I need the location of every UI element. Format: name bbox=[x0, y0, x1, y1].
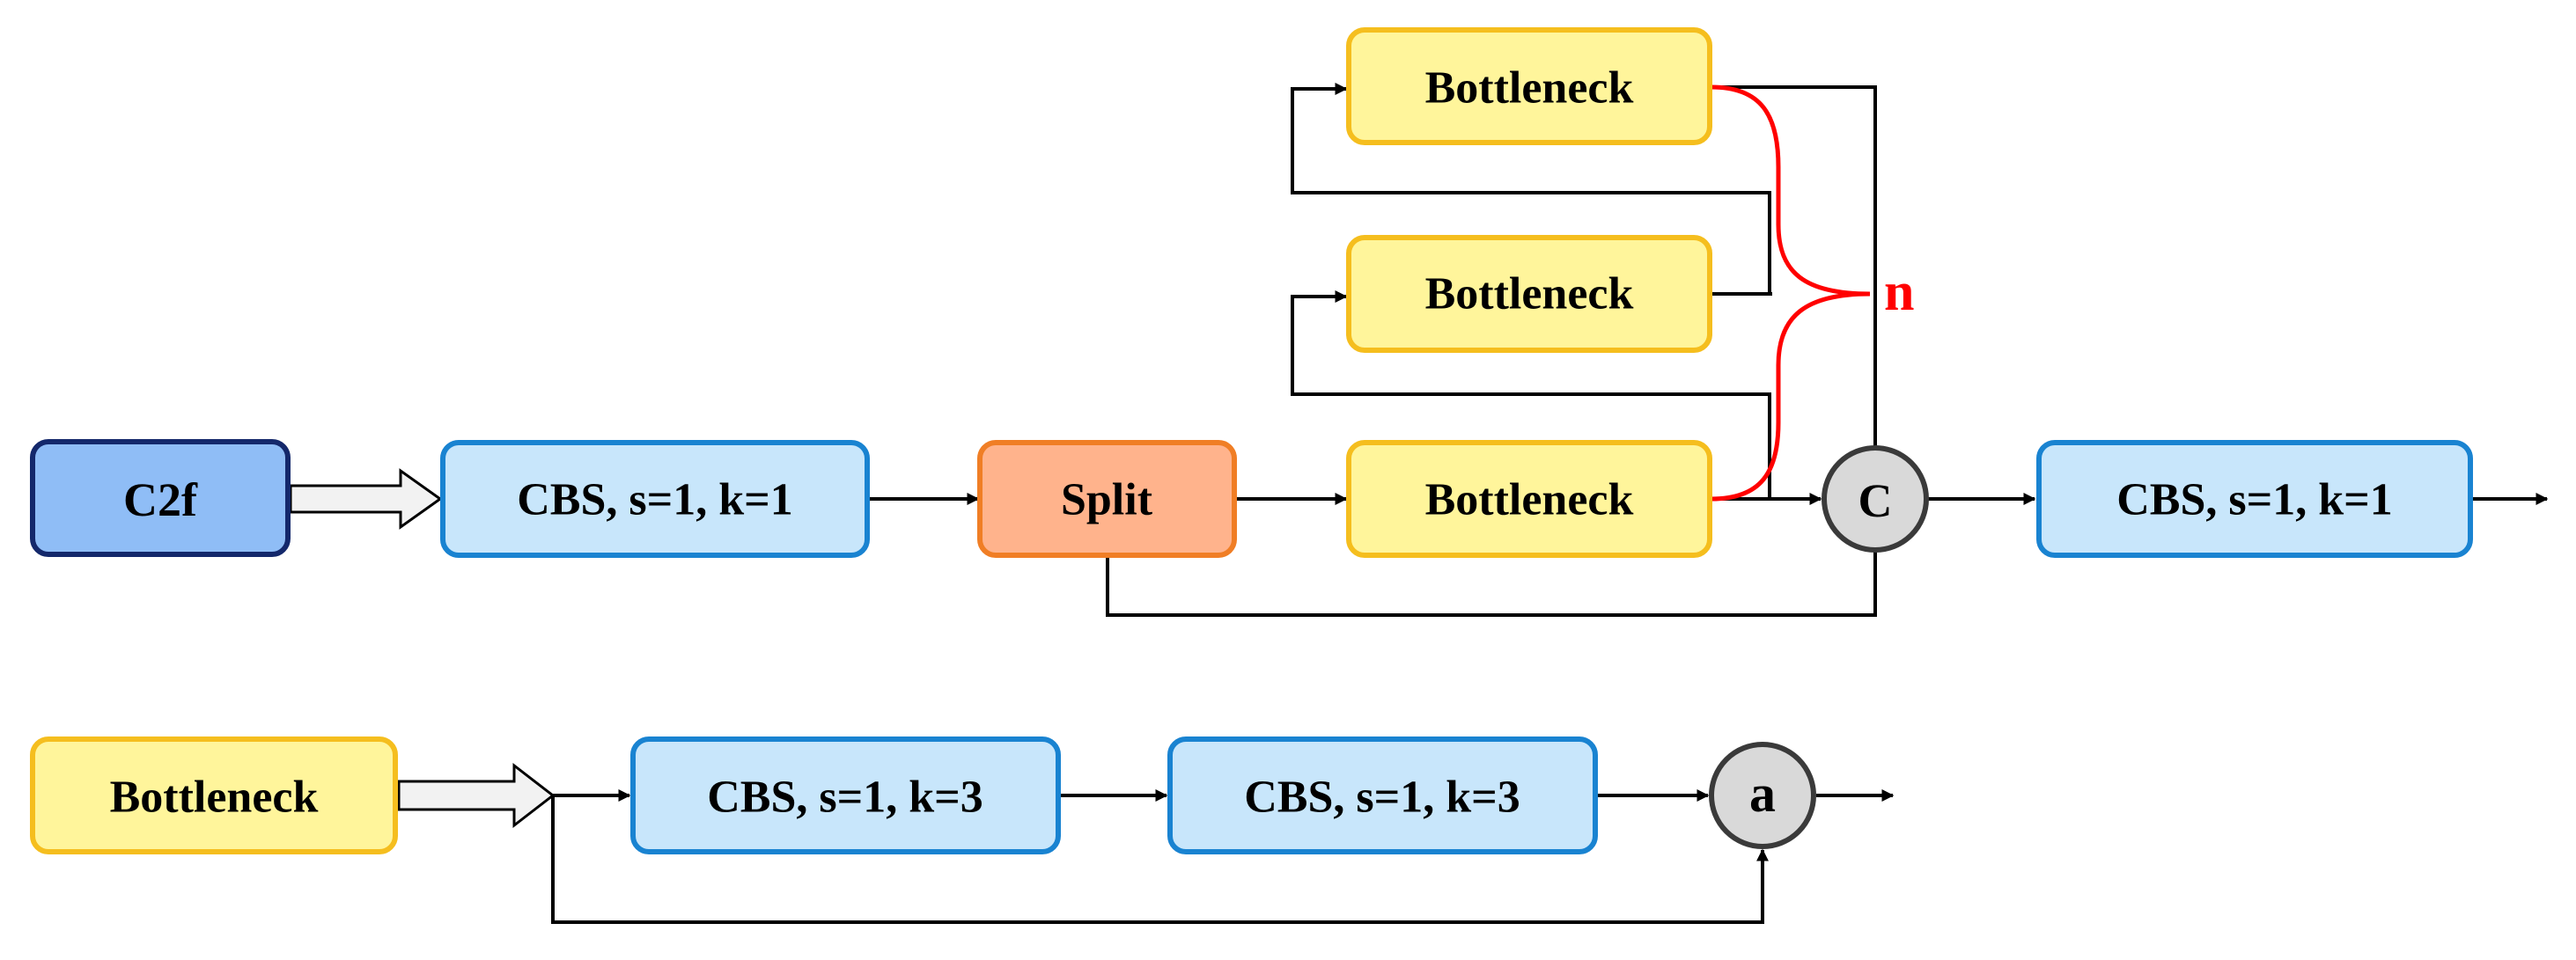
arrow-bottleneck3-to-bottleneck2 bbox=[1291, 290, 1771, 499]
arrow-split-to-concat bbox=[1106, 528, 1881, 617]
split-rect bbox=[977, 440, 1237, 558]
cbs-out-label: CBS, s=1, k=1 bbox=[2116, 475, 2393, 525]
bottleneck-2-label: Bottleneck bbox=[1425, 269, 1634, 319]
hollow-arrow-bottleneck bbox=[397, 762, 556, 829]
add-circle bbox=[1709, 742, 1816, 849]
cbs-2-rect bbox=[1167, 736, 1598, 854]
cbs-2-label: CBS, s=1, k=3 bbox=[1244, 773, 1520, 823]
concat-node: C bbox=[1822, 445, 1929, 553]
bottleneck-1-box: Bottleneck bbox=[1346, 27, 1712, 145]
bottleneck-def-box: Bottleneck bbox=[30, 736, 398, 854]
bottleneck-2-rect bbox=[1346, 235, 1712, 353]
bottleneck-2-box: Bottleneck bbox=[1346, 235, 1712, 353]
add-node: a bbox=[1709, 742, 1816, 849]
cbs-in-label: CBS, s=1, k=1 bbox=[517, 475, 793, 525]
repeat-label: n bbox=[1884, 262, 1914, 322]
cbs-in-rect bbox=[440, 440, 870, 558]
cbs-1-rect bbox=[630, 736, 1061, 854]
c2f-box: C2f bbox=[30, 439, 291, 557]
concat-circle bbox=[1822, 445, 1929, 553]
cbs-out-rect bbox=[2036, 440, 2473, 558]
bottleneck-1-rect bbox=[1346, 27, 1712, 145]
cbs-1-label: CBS, s=1, k=3 bbox=[707, 773, 983, 823]
top-connectors bbox=[869, 83, 2549, 617]
bottleneck-1-label: Bottleneck bbox=[1425, 63, 1634, 114]
concat-label: C bbox=[1858, 474, 1893, 527]
arrow-shortcut-to-add bbox=[551, 795, 1769, 924]
cbs-2-box: CBS, s=1, k=3 bbox=[1167, 736, 1598, 854]
c2f-rect bbox=[30, 439, 291, 557]
add-label: a bbox=[1749, 765, 1776, 823]
arrow-bottleneck1-to-concat bbox=[1711, 85, 1881, 470]
cbs-out-box: CBS, s=1, k=1 bbox=[2036, 440, 2473, 558]
bottleneck-def-rect bbox=[30, 736, 398, 854]
cbs-in-box: CBS, s=1, k=1 bbox=[440, 440, 870, 558]
bottleneck-3-box: Bottleneck bbox=[1346, 440, 1712, 558]
cbs-1-box: CBS, s=1, k=3 bbox=[630, 736, 1061, 854]
arrow-bottleneck2-to-bottleneck1 bbox=[1291, 83, 1771, 294]
bottleneck-def-label: Bottleneck bbox=[110, 773, 319, 823]
bottleneck-3-rect bbox=[1346, 440, 1712, 558]
c2f-label: C2f bbox=[123, 473, 198, 526]
repeat-brace bbox=[1711, 84, 1871, 502]
split-label: Split bbox=[1061, 475, 1153, 525]
split-box: Split bbox=[977, 440, 1237, 558]
bottom-connectors bbox=[551, 789, 1895, 924]
hollow-arrow-c2f bbox=[289, 468, 443, 530]
bottleneck-3-label: Bottleneck bbox=[1425, 475, 1634, 525]
